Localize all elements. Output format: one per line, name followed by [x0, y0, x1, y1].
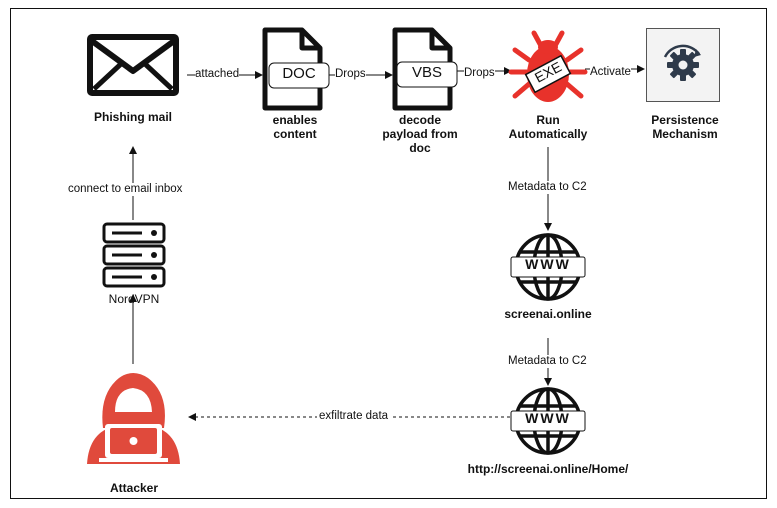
- phishing-mail-label: Phishing mail: [93, 110, 172, 124]
- vbs-tag-text: VBS: [411, 64, 442, 81]
- edge-label-metadata-2: Metadata to C2: [508, 355, 587, 368]
- globe-www-icon-home: [510, 387, 586, 455]
- edge-label-metadata-1: Metadata to C2: [508, 181, 587, 194]
- c2-domain-label: screenai.online: [504, 307, 592, 321]
- vbs-caption-line-3: doc: [409, 141, 431, 155]
- gear-refresh-icon: [646, 28, 720, 102]
- edge-label-activate: Activate: [590, 66, 631, 79]
- diagram-frame: [10, 8, 767, 499]
- c2-www-text: WWW: [525, 256, 571, 272]
- vbs-caption-line-2: payload from: [382, 127, 458, 141]
- vbs-tag-box: [396, 61, 458, 88]
- hooded-attacker-icon: [87, 373, 180, 464]
- doc-tag-text: DOC: [282, 65, 316, 82]
- edge-label-connect-inbox: connect to email inbox: [68, 183, 183, 196]
- doc-caption-line-2: content: [273, 127, 317, 141]
- home-url-label: http://screenai.online/Home/: [467, 462, 629, 476]
- edge-label-drops-1: Drops: [335, 68, 366, 81]
- persist-caption-line-1: Persistence: [651, 113, 719, 127]
- edge-label-exfiltrate: exfiltrate data: [317, 410, 391, 423]
- exe-caption-line-1: Run: [536, 113, 560, 127]
- doc-tag-box: [268, 62, 330, 89]
- attacker-label: Attacker: [109, 481, 159, 495]
- globe-www-icon: [510, 233, 586, 301]
- malware-bug-icon: [508, 30, 588, 102]
- exe-caption-line-2: Automatically: [508, 127, 588, 141]
- edge-label-attached: attached: [195, 68, 240, 81]
- envelope-icon: [87, 34, 179, 96]
- persist-caption-line-2: Mechanism: [652, 127, 718, 141]
- home-www-text: WWW: [525, 410, 571, 426]
- edge-label-drops-2: Drops: [464, 67, 495, 80]
- doc-caption-line-1: enables: [272, 113, 318, 127]
- server-stack-icon: [102, 222, 166, 288]
- vpn-label: NordVPN: [108, 292, 160, 306]
- vbs-caption-line-1: decode: [398, 113, 441, 127]
